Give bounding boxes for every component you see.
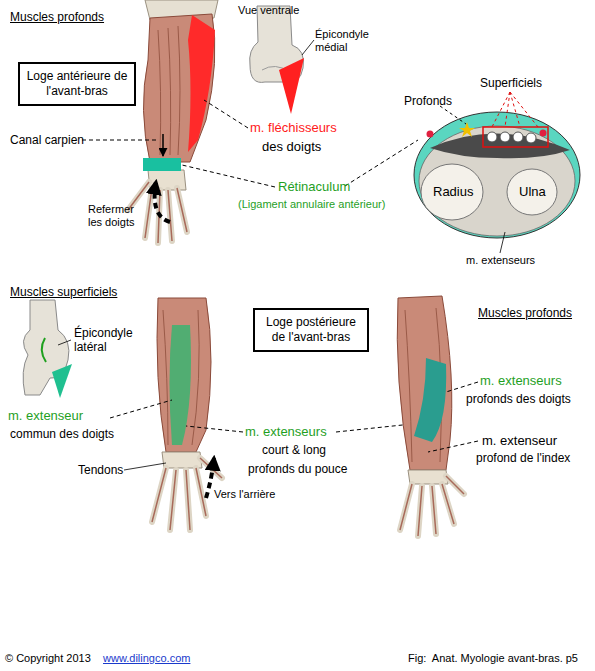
- copyright-note: © Copyright 2013: [5, 652, 91, 665]
- deep-extensor-muscle: [414, 358, 446, 442]
- muscle-name: court & long: [262, 443, 326, 457]
- finger-tendons: [400, 476, 464, 536]
- structure-note: (Ligament annulaire antérieur): [238, 198, 385, 211]
- leader-line: [345, 140, 418, 186]
- radius-bone: [421, 164, 483, 220]
- action-label: Refermer les doigts: [88, 203, 148, 229]
- extensor-origin: [52, 364, 72, 398]
- tendon: [526, 133, 536, 143]
- muscle-striation: [158, 26, 180, 155]
- leader-line: [492, 92, 538, 127]
- muscle-name: m. extenseur: [8, 408, 83, 424]
- leader-line: [204, 100, 248, 128]
- finger-bones: [400, 476, 464, 536]
- ulna-bone: [507, 169, 557, 215]
- retinaculum-band: [143, 158, 181, 171]
- motion-arrow: [206, 458, 214, 498]
- muscle-name: profonds du pouce: [248, 462, 347, 476]
- leader-line: [110, 400, 172, 418]
- compartment-box: Loge postérieure de l'avant-bras: [253, 308, 369, 352]
- finger-tendons: [152, 458, 222, 530]
- muscle-name: m. extenseur: [482, 433, 557, 449]
- structure-label: Rétinaculum: [278, 179, 350, 195]
- leader-line: [186, 426, 243, 432]
- epicondyle-mark: [42, 338, 46, 362]
- bone-label: Radius: [433, 184, 473, 200]
- section-heading: Muscles profonds: [10, 10, 104, 24]
- muscle-name: m. fléchisseurs: [250, 120, 337, 136]
- leader-line: [440, 106, 466, 124]
- muscle-name: m. extenseurs: [480, 373, 562, 389]
- marker-dot: [540, 130, 547, 137]
- view-label: Vue ventrale: [238, 4, 299, 17]
- muscle-name: m. extenseurs: [245, 424, 327, 440]
- compartment-box: Loge antérieure de l'avant-bras: [18, 62, 136, 106]
- leader-line: [500, 232, 505, 253]
- forearm-muscles: [157, 298, 211, 452]
- leader-line: [428, 441, 478, 452]
- structure-label: Tendons: [78, 463, 123, 477]
- muscle-name: m. extenseurs: [466, 254, 535, 267]
- muscle-name: profond de l'index: [476, 451, 570, 465]
- leader-line: [182, 165, 275, 187]
- group-label: Superficiels: [480, 76, 542, 90]
- tendon: [500, 132, 510, 142]
- leader-line: [302, 40, 314, 55]
- leader-line: [446, 382, 478, 392]
- muscle-name: commun des doigts: [10, 427, 114, 441]
- bone-label: Épicondyle latéral: [74, 326, 146, 355]
- section-tissue: [419, 126, 575, 236]
- finger-bones: [128, 182, 187, 243]
- group-label: Profonds: [404, 94, 452, 108]
- flexor-muscle: [188, 15, 215, 152]
- leader-line: [124, 463, 166, 470]
- tendon-group-frame: [483, 127, 548, 147]
- marker-dot: [427, 131, 434, 138]
- action-label: Vers l'arrière: [214, 488, 275, 501]
- tendon: [487, 132, 497, 142]
- bone-label: Épicondyle médial: [315, 28, 387, 54]
- box-text: Loge postérieure de l'avant-bras: [255, 315, 367, 345]
- section-heading: Muscles superficiels: [10, 285, 117, 299]
- forearm-muscles: [397, 296, 452, 470]
- bone-label: Ulna: [519, 184, 546, 200]
- finger-bones: [152, 458, 222, 530]
- extensor-muscle: [170, 325, 192, 445]
- finger-tendons: [128, 182, 187, 243]
- website-link: www.dilingco.com: [103, 652, 190, 665]
- motion-arrow: [155, 182, 170, 222]
- marker-star: [459, 122, 475, 137]
- pointer-arrow: [162, 134, 164, 156]
- leader-line: [58, 340, 71, 345]
- section-heading: Muscles profonds: [478, 306, 572, 320]
- muscle-name: des doigts: [262, 139, 321, 155]
- muscle-striation: [163, 310, 199, 445]
- leader-line: [336, 424, 412, 432]
- muscle-name: profonds des doigts: [466, 392, 571, 406]
- box-text: Loge antérieure de l'avant-bras: [20, 69, 134, 99]
- tendon: [513, 132, 523, 142]
- leader-line: [82, 140, 158, 141]
- flexor-origin: [279, 58, 304, 114]
- skin-layer: [414, 112, 580, 238]
- figure-caption: Fig: Anat. Myologie avant-bras. p5: [408, 652, 578, 665]
- structure-label: Canal carpien: [10, 133, 84, 147]
